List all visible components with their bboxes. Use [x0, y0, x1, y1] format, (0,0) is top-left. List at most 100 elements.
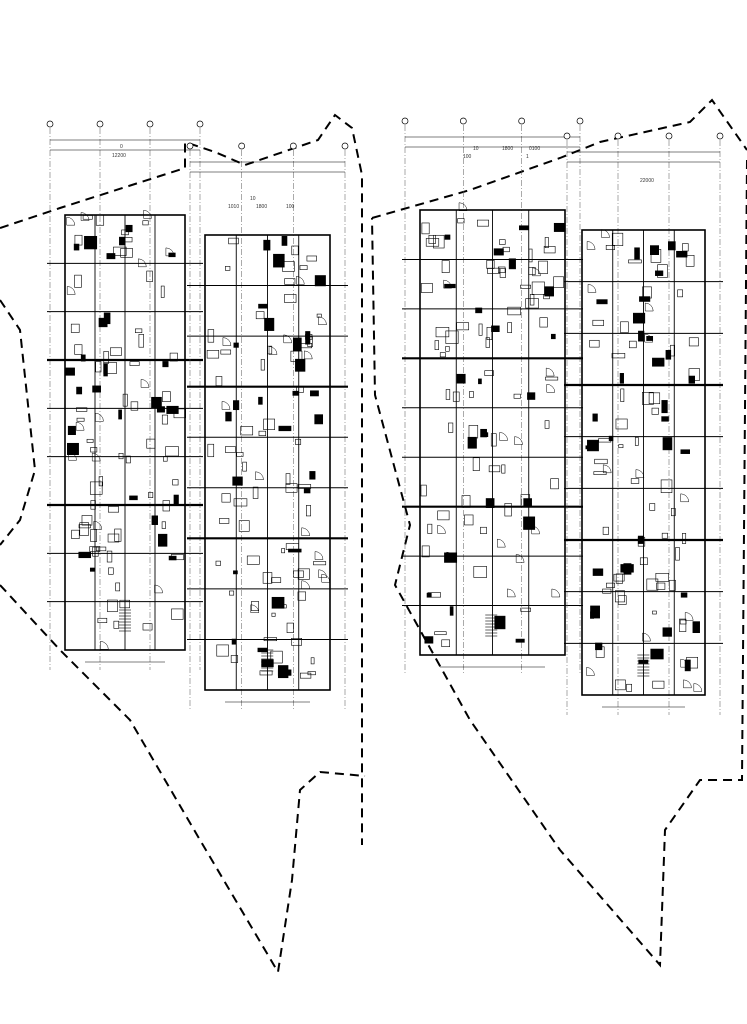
- door-swing: [680, 493, 689, 503]
- dimension-labels: 0 12200 10 1010 1800 100 10 1800 0100 10…: [112, 144, 654, 210]
- fixture: [528, 267, 536, 276]
- door-swing: [91, 452, 101, 462]
- fixture: [251, 601, 259, 611]
- fixture: [527, 392, 536, 400]
- fixture: [688, 337, 699, 347]
- fixture: [424, 636, 434, 644]
- fixture: [103, 363, 108, 377]
- fixture: [313, 561, 327, 566]
- fixture: [520, 494, 531, 508]
- fixture: [452, 391, 460, 402]
- fixture: [529, 294, 535, 306]
- fixture: [232, 476, 243, 486]
- fixture: [668, 241, 676, 251]
- fixture: [297, 568, 310, 580]
- fixture: [478, 378, 482, 385]
- door-swing: [222, 337, 232, 346]
- fixture: [608, 435, 614, 442]
- fixture: [166, 405, 179, 414]
- fixture: [545, 376, 559, 381]
- fixture: [258, 396, 263, 405]
- fixture: [284, 294, 297, 303]
- fixture: [233, 570, 238, 575]
- fixture: [67, 425, 76, 436]
- door-swing: [140, 379, 150, 388]
- fixture: [215, 376, 223, 386]
- fixture: [507, 322, 512, 333]
- fixture: [158, 533, 168, 547]
- grid-bubble: [146, 120, 154, 128]
- fixture: [650, 249, 662, 263]
- fixture: [513, 393, 521, 399]
- fixture: [515, 638, 525, 643]
- fixture: [297, 591, 306, 601]
- fixture: [620, 388, 625, 402]
- fixture: [216, 644, 229, 657]
- fixture: [148, 492, 154, 498]
- fixture: [456, 373, 466, 384]
- fixture: [477, 219, 489, 227]
- door-swing: [314, 551, 324, 560]
- fixture: [89, 546, 100, 552]
- fixture: [162, 391, 171, 402]
- fixture: [420, 484, 427, 497]
- fixture: [297, 484, 312, 489]
- fixture: [680, 449, 690, 454]
- fixture: [170, 554, 184, 561]
- fixture: [488, 465, 501, 473]
- fixture: [259, 670, 273, 676]
- fixture: [290, 350, 303, 362]
- fixture: [444, 234, 451, 240]
- fixture: [288, 548, 302, 553]
- fixture: [252, 486, 259, 499]
- fixture: [278, 425, 292, 432]
- dim-label: 10: [473, 146, 479, 152]
- fixture: [314, 414, 324, 425]
- fixture: [89, 481, 103, 495]
- fixture: [258, 303, 268, 309]
- fixture: [613, 573, 625, 582]
- fixture: [233, 342, 239, 348]
- door-swing: [318, 316, 327, 326]
- fixture: [92, 385, 101, 393]
- dim-label: 0100: [529, 146, 540, 152]
- fixture: [494, 615, 506, 630]
- fixture: [225, 446, 236, 453]
- door-swing: [684, 612, 694, 621]
- door-swing: [635, 469, 645, 478]
- fixture: [295, 438, 302, 445]
- fixture: [615, 679, 626, 691]
- dim-label: 1010: [228, 204, 239, 210]
- door-swing: [268, 346, 278, 355]
- grid-bubble: [341, 142, 349, 150]
- fixture: [661, 400, 668, 414]
- fixture: [528, 248, 533, 263]
- fixture: [114, 528, 122, 542]
- fixture: [73, 243, 80, 251]
- fixture: [98, 476, 104, 487]
- grid-bubble: [665, 132, 673, 140]
- fixture: [544, 237, 549, 248]
- door-swing: [642, 632, 651, 642]
- fixture: [172, 479, 179, 486]
- fixture: [169, 352, 178, 362]
- fixture: [118, 453, 124, 460]
- fixture: [439, 352, 446, 358]
- floor-plan-d: [563, 132, 724, 715]
- door-swing: [515, 554, 525, 563]
- dim-label: 1800: [502, 146, 513, 152]
- fixture: [103, 362, 117, 374]
- floor-plans: [46, 117, 724, 715]
- fixture: [142, 623, 153, 631]
- fixture: [129, 361, 140, 366]
- grid-bubble: [576, 117, 584, 125]
- grid-bubble: [96, 120, 104, 128]
- fixture: [553, 222, 566, 232]
- dim-label: 100: [463, 154, 472, 160]
- fixture: [441, 260, 450, 273]
- fixture: [151, 396, 162, 409]
- fixture: [106, 550, 113, 563]
- fixture: [103, 351, 109, 364]
- fixture: [550, 333, 556, 340]
- fixture: [263, 418, 275, 430]
